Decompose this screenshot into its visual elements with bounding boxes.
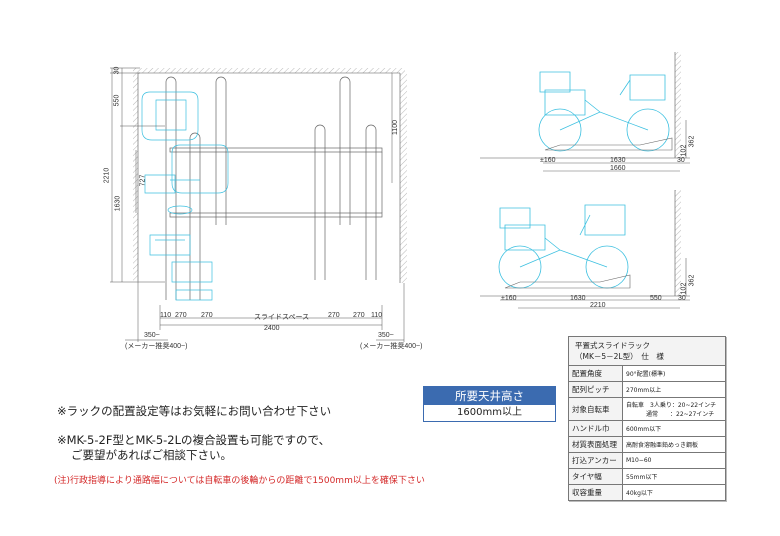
wall-left	[133, 73, 138, 281]
spec-value: 40kg以下	[622, 484, 726, 501]
dim-1660: 1660	[610, 165, 626, 172]
warning-note: (注)行政指導により通路幅については自転車の後輪からの距離で1500mm以上を確…	[54, 476, 425, 486]
spec-row: 対象自転車自転車 3人乗り：20~22インチ通常 ：22~27インチ	[568, 397, 726, 421]
side-view-bottom	[480, 190, 690, 309]
dim-362: 362	[688, 135, 696, 148]
dim-270: 270	[328, 312, 340, 319]
spec-value: 通常 ：22~27インチ	[646, 411, 715, 418]
dim-160: ±160	[501, 295, 517, 302]
dim-270: 270	[353, 312, 365, 319]
spec-key: 対象自転車	[568, 397, 623, 421]
spec-key: ハンドル巾	[568, 420, 623, 437]
dim-1630: 1630	[570, 295, 586, 302]
left-clearance-note: (メーカー推奨400~)	[125, 343, 188, 350]
dim-550: 550	[650, 295, 662, 302]
spec-value: 270mm以上	[622, 381, 726, 398]
dim-2400: 2400	[264, 325, 280, 332]
dim-727: 727	[139, 174, 147, 187]
left-clearance: 350~	[144, 332, 160, 339]
spec-row: 材質表面処理高耐食溶融亜鉛めっき鋼板	[568, 436, 726, 453]
spec-key: 収容重量	[568, 484, 623, 501]
spec-value: 90°配置(標準)	[622, 365, 726, 382]
spec-key: 配置角度	[568, 365, 623, 382]
ceiling-height-box: 所要天井高さ 1600mm以上	[423, 386, 556, 422]
dim-1630: 1630	[114, 195, 122, 212]
spec-value: M10−60	[622, 452, 726, 469]
side-view-top	[480, 52, 690, 172]
spec-value: 55mm以下	[622, 468, 726, 485]
spec-key: 配列ピッチ	[568, 381, 623, 398]
right-clearance-note: (メーカー推奨400~)	[360, 343, 423, 350]
spec-value: 高耐食溶融亜鉛めっき鋼板	[622, 436, 726, 453]
dim-30: 30	[678, 295, 686, 302]
dim-270: 270	[201, 312, 213, 319]
dim-1100: 1100	[392, 119, 400, 136]
dim-110-right: 110	[371, 312, 383, 319]
wall-right	[400, 73, 407, 283]
spec-value: 自転車 3人乗り：20~22インチ	[626, 402, 717, 409]
dim-550: 550	[113, 94, 121, 107]
dim-1630: 1630	[610, 157, 626, 164]
dim-110-left: 110	[160, 312, 172, 319]
dim-102: 102	[680, 282, 688, 295]
right-clearance: 350~	[378, 332, 394, 339]
bike-plan-icons	[141, 91, 229, 301]
dim-362: 362	[688, 274, 696, 287]
note-combo: ※MK-5-2F型とMK-5-2Lの複合設置も可能ですので、	[57, 433, 331, 447]
note-layout: ※ラックの配置設定等はお気軽にお問い合わせ下さい	[57, 404, 332, 418]
spec-model: （MK－5－2L型） 仕 様	[575, 352, 664, 361]
dim-270: 270	[175, 312, 187, 319]
spec-title: 平置式スライドラック	[575, 341, 650, 350]
spec-key: 材質表面処理	[568, 436, 623, 453]
spec-key: 打込アンカー	[568, 452, 623, 469]
dim-2210: 2210	[590, 302, 606, 309]
dim-30: 30	[113, 66, 121, 75]
dim-30: 30	[677, 157, 685, 164]
slide-space-label: スライドスペース	[254, 314, 310, 321]
wall-top	[133, 68, 405, 73]
dim-160: ±160	[540, 157, 556, 164]
spec-value: 600mm以下	[622, 420, 726, 437]
plan-view	[110, 67, 407, 342]
note-consult: ご要望があればご相談下さい。	[71, 448, 232, 462]
dim-102: 102	[680, 144, 688, 157]
dim-2210: 2210	[103, 167, 111, 184]
ceiling-height-label: 所要天井高さ	[424, 387, 555, 405]
spec-key: タイヤ幅	[568, 468, 623, 485]
ceiling-height-value: 1600mm以上	[457, 407, 522, 418]
